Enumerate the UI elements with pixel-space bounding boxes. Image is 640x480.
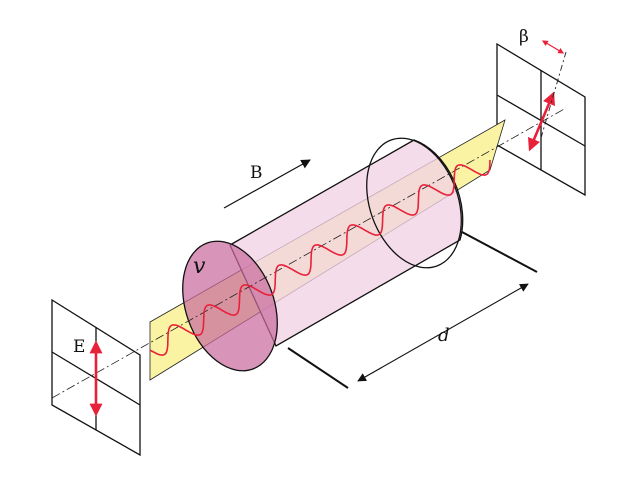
- magnetic-field-arrow: [223, 159, 311, 209]
- length-dimension: [287, 231, 538, 389]
- rotation-angle-arrow: [541, 40, 565, 54]
- length-label: d: [438, 325, 450, 346]
- electric-field-label: E: [73, 337, 85, 357]
- verdet-label: v: [193, 254, 206, 279]
- rotated-field-arrow: [528, 91, 555, 152]
- optical-axis: [51, 107, 567, 399]
- rotation-angle-label: β: [519, 27, 529, 47]
- light-wave: [149, 159, 491, 356]
- magnetic-field-label: B: [250, 163, 263, 183]
- material-cylinder: [182, 137, 464, 372]
- rotation-reference-line: [540, 51, 567, 139]
